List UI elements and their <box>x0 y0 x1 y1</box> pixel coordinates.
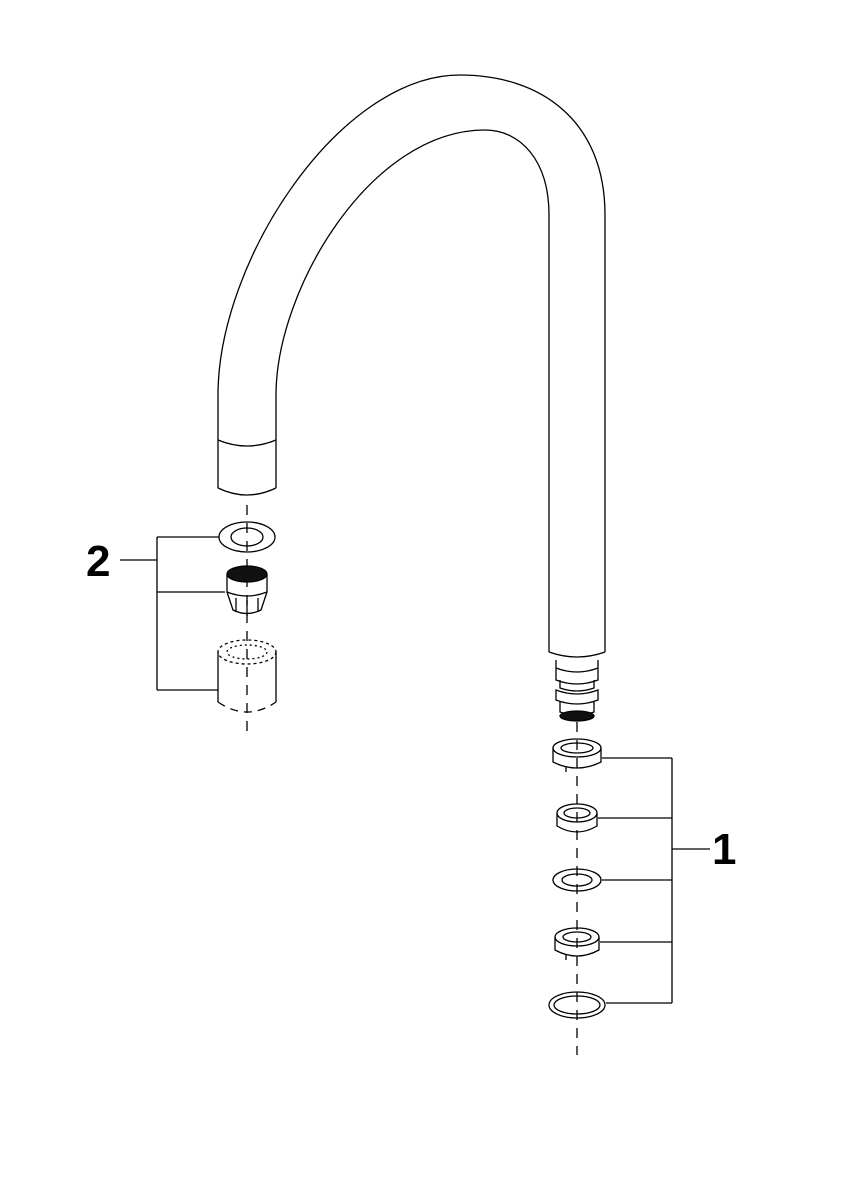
callout-label-2: 2 <box>86 537 111 586</box>
callout-2-bracket <box>120 536 225 691</box>
nut-ring-2 <box>554 927 600 960</box>
spout-inner-contour <box>275 129 550 652</box>
axis-lines <box>246 505 578 1055</box>
spout-outlet-end <box>217 487 277 496</box>
nut-ring-1 <box>552 738 602 772</box>
aerator-insert <box>226 565 268 616</box>
callout-1-bracket <box>598 757 710 1004</box>
bushing-ring <box>556 803 598 833</box>
aerator-housing <box>217 639 277 713</box>
flat-washer <box>552 868 602 892</box>
threaded-connector <box>555 660 599 722</box>
callout-label-1: 1 <box>712 825 737 874</box>
spout-outlet-band <box>217 439 277 447</box>
spout-outer-contour <box>217 74 606 652</box>
spout-pipe <box>217 74 606 658</box>
spout-leg-end <box>548 651 606 658</box>
o-ring <box>548 991 606 1019</box>
